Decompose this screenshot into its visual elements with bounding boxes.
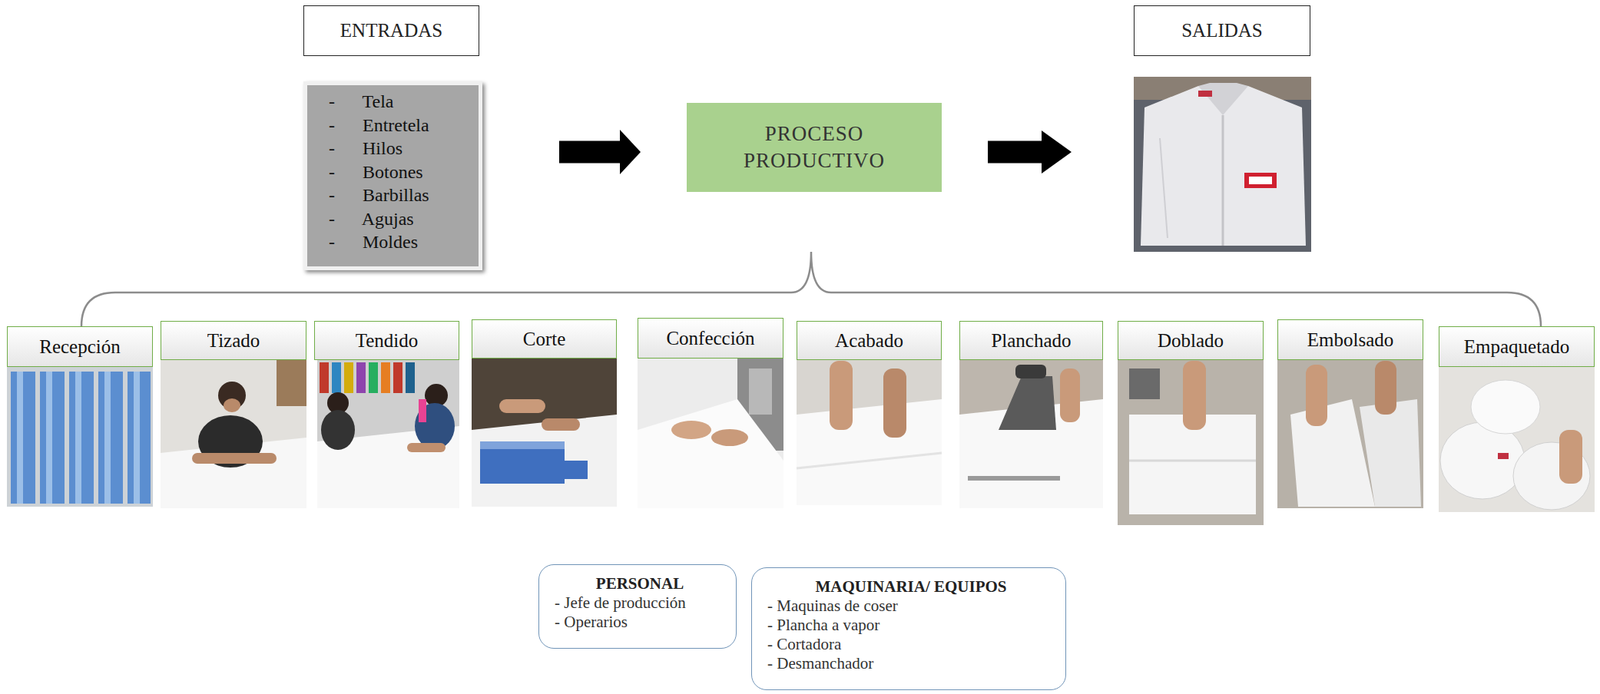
photo-acabado — [796, 360, 942, 506]
node-text: - Tela — [328, 89, 471, 114]
list-item: - Plancha a vapor — [767, 616, 1055, 636]
list-item: - Moldes — [328, 230, 471, 255]
photo-embolsado — [1277, 360, 1424, 509]
step-label: Acabado — [796, 321, 942, 361]
photo-planchado — [959, 360, 1104, 509]
step-label: Recepción — [6, 326, 153, 368]
output-arrow — [987, 130, 1072, 174]
photo-doblado — [1117, 360, 1264, 526]
bracket — [81, 251, 1541, 327]
list-item: - Entretela — [328, 113, 471, 138]
output-photo — [1133, 76, 1312, 252]
node-text: Embolsado — [1307, 329, 1395, 352]
node-text: Corte — [523, 328, 567, 351]
step-label: Tizado — [160, 321, 307, 361]
node-text: Empaquetado — [1464, 336, 1570, 358]
step-label: Confección — [637, 318, 784, 359]
node-text: Confección — [665, 327, 755, 350]
photo-recepcion — [6, 367, 153, 507]
node-text: MAQUINARIA/ EQUIPOS — [767, 577, 1055, 597]
step-label: Embolsado — [1277, 319, 1424, 361]
step-label: Corte — [471, 319, 617, 359]
node-text: Acabado — [834, 330, 904, 352]
node-text: Planchado — [990, 330, 1071, 352]
node-text: Tendido — [355, 330, 419, 352]
list-item: - Maquinas de coser — [767, 596, 1055, 617]
process-box: PROCESO PRODUCTIVO — [686, 102, 942, 193]
step-label: Empaquetado — [1438, 326, 1595, 368]
node-text: Tizado — [207, 330, 261, 352]
node-text: PERSONAL — [554, 574, 726, 594]
photo-confeccion — [637, 358, 784, 509]
step-label: Doblado — [1117, 321, 1264, 361]
step-label: Planchado — [959, 321, 1104, 361]
list-item: - Hilos — [328, 136, 471, 161]
flow-arrow — [559, 129, 641, 175]
step-label: Tendido — [314, 321, 460, 361]
input-list: - Tela- Entretela- Hilos- Botones- Barbi… — [303, 81, 483, 271]
list-item: - Barbillas — [328, 183, 471, 208]
list-item: - Cortadora — [767, 635, 1055, 655]
photo-corte — [471, 358, 617, 507]
list-item: - Jefe de producción — [554, 593, 726, 613]
resource-box: MAQUINARIA/ EQUIPOS- Maquinas de coser- … — [751, 567, 1067, 691]
list-item: - Operarios — [554, 612, 726, 633]
photo-tendido — [317, 360, 460, 509]
node-text: Doblado — [1157, 330, 1224, 352]
node-text: ENTRADAS — [340, 19, 443, 42]
header-box: ENTRADAS — [303, 5, 480, 57]
node-text: Recepción — [39, 336, 121, 358]
list-item: - Desmanchador — [767, 654, 1055, 674]
node-text: SALIDAS — [1181, 19, 1263, 42]
header-box: SALIDAS — [1133, 5, 1311, 57]
resource-box: PERSONAL- Jefe de producción- Operarios — [538, 564, 737, 650]
list-item: - Botones — [328, 160, 471, 185]
node-text: PROCESO PRODUCTIVO — [722, 120, 907, 175]
photo-empaquetado — [1438, 367, 1595, 513]
list-item: - Agujas — [328, 207, 471, 232]
photo-tizado — [160, 360, 307, 509]
